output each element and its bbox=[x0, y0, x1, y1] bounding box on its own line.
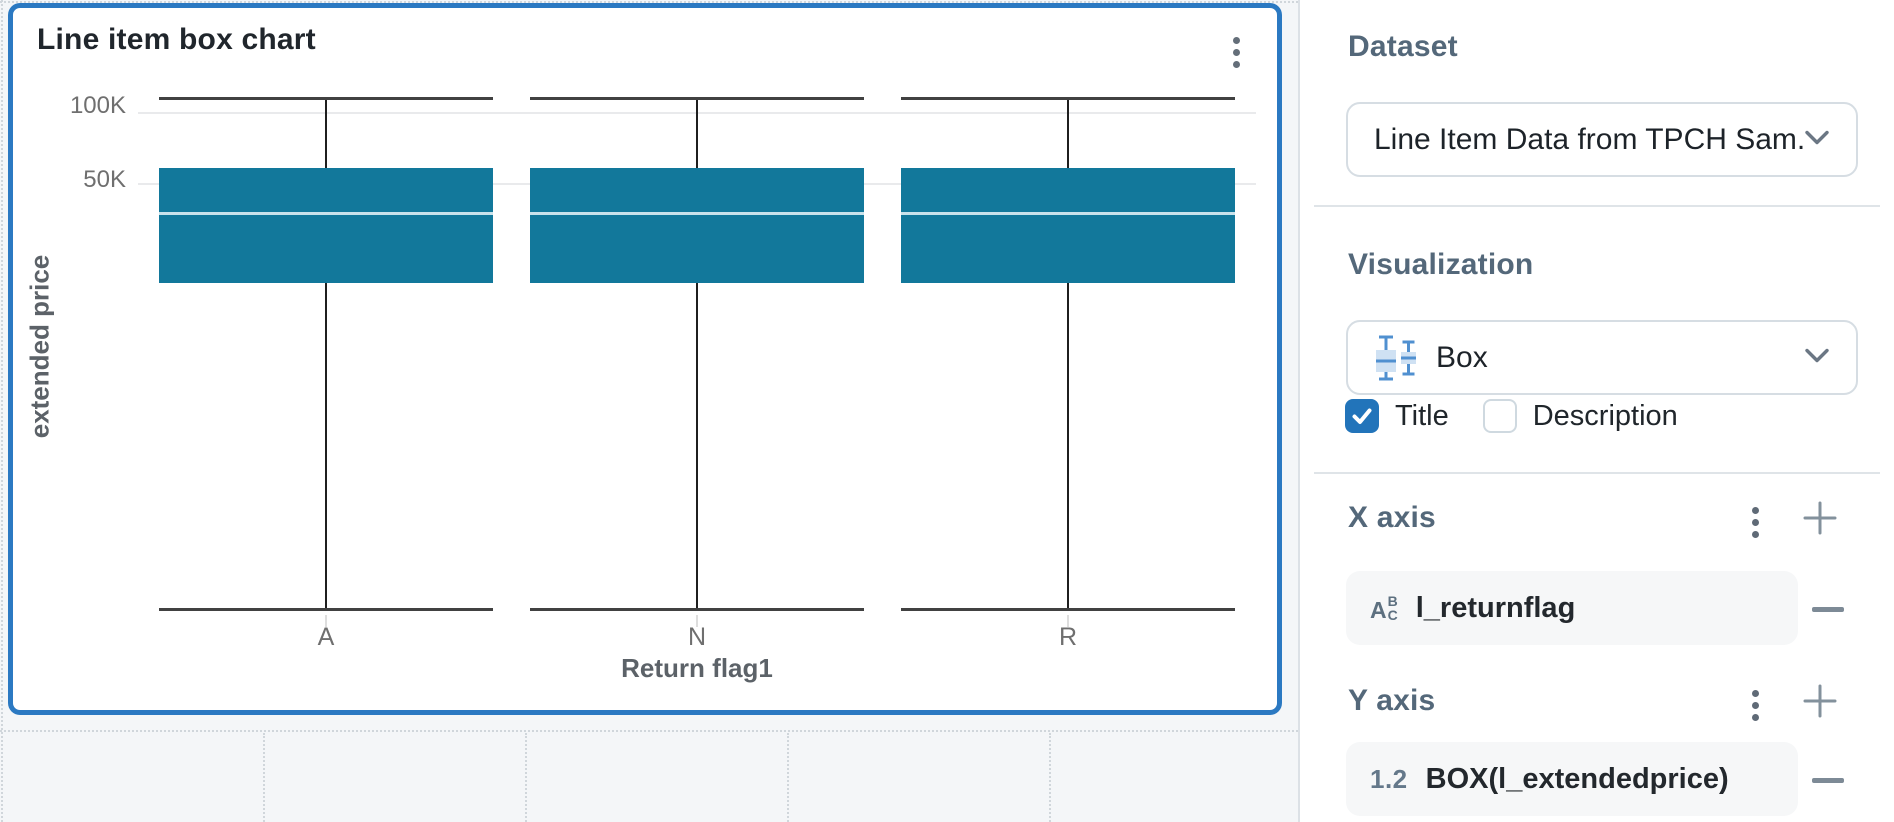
chart-menu-kebab-icon[interactable] bbox=[1233, 34, 1240, 70]
x-axis-add-icon[interactable] bbox=[1802, 500, 1838, 536]
section-divider bbox=[1314, 205, 1880, 207]
x-tick bbox=[325, 615, 327, 627]
dataset-heading: Dataset bbox=[1348, 30, 1458, 63]
x-category-label: R bbox=[1058, 623, 1078, 651]
settings-panel: Dataset Line Item Data from TPCH Sam... … bbox=[1300, 0, 1894, 822]
number-type-icon: 1.2 bbox=[1370, 763, 1408, 794]
whisker-cap-max bbox=[901, 97, 1235, 100]
median-line bbox=[530, 212, 864, 215]
whisker-cap-max bbox=[159, 97, 493, 100]
x-axis-field-pill[interactable]: A B C l_returnflag bbox=[1346, 571, 1798, 645]
text-type-icon: A B C bbox=[1370, 593, 1398, 623]
card-options-row: Title Description bbox=[1345, 399, 1678, 433]
chevron-down-icon bbox=[1804, 129, 1830, 151]
y-tick-label: 100K bbox=[69, 92, 126, 119]
grid-dotted-line bbox=[0, 1, 1298, 3]
title-checkbox-label: Title bbox=[1395, 399, 1449, 432]
visualization-heading: Visualization bbox=[1348, 248, 1534, 281]
grid-dotted-line bbox=[1049, 733, 1051, 822]
whisker-cap-min bbox=[159, 608, 493, 611]
chevron-down-icon bbox=[1804, 347, 1830, 369]
whisker-line bbox=[696, 97, 698, 168]
chart-title: Line item box chart bbox=[37, 23, 316, 56]
chart-card[interactable]: Line item box chart extended price Retur… bbox=[8, 3, 1282, 715]
y-axis-heading: Y axis bbox=[1348, 684, 1436, 717]
whisker-line bbox=[1067, 283, 1069, 608]
x-tick bbox=[1067, 615, 1069, 627]
median-line bbox=[159, 212, 493, 215]
section-divider bbox=[1314, 472, 1880, 474]
grid-dotted-line bbox=[525, 733, 527, 822]
x-tick bbox=[696, 615, 698, 627]
panel-divider bbox=[1298, 0, 1300, 822]
x-axis-menu-kebab-icon[interactable] bbox=[1752, 504, 1759, 540]
visualization-dropdown-value: Box bbox=[1436, 340, 1488, 374]
box-N[interactable] bbox=[530, 168, 864, 283]
whisker-line bbox=[325, 283, 327, 608]
box-A[interactable] bbox=[159, 168, 493, 283]
description-checkbox-label: Description bbox=[1532, 399, 1678, 432]
median-line bbox=[901, 212, 1235, 215]
whisker-cap-min bbox=[530, 608, 864, 611]
dataset-dropdown-value: Line Item Data from TPCH Sam... bbox=[1374, 122, 1804, 156]
whisker-cap-min bbox=[901, 608, 1235, 611]
grid-dotted-line bbox=[787, 733, 789, 822]
box-R[interactable] bbox=[901, 168, 1235, 283]
grid-dotted-line bbox=[0, 730, 1298, 732]
x-category-label: A bbox=[317, 623, 335, 651]
whisker-line bbox=[696, 283, 698, 608]
x-axis-remove-icon[interactable] bbox=[1812, 607, 1844, 612]
description-checkbox[interactable] bbox=[1482, 399, 1517, 433]
title-checkbox[interactable] bbox=[1345, 399, 1379, 433]
y-tick-label: 50K bbox=[83, 166, 126, 193]
y-axis-title: extended price bbox=[24, 254, 55, 439]
grid-dotted-line bbox=[1, 0, 3, 822]
dataset-dropdown[interactable]: Line Item Data from TPCH Sam... bbox=[1346, 102, 1858, 177]
whisker-line bbox=[325, 97, 327, 168]
x-axis-heading: X axis bbox=[1348, 501, 1436, 534]
visualization-dropdown[interactable]: Box bbox=[1346, 320, 1858, 395]
y-axis-remove-icon[interactable] bbox=[1812, 778, 1844, 783]
y-axis-menu-kebab-icon[interactable] bbox=[1752, 687, 1759, 723]
grid-dotted-line bbox=[263, 733, 265, 822]
box-plot-layer: extended price Return flag1 100K 50K A N R bbox=[8, 3, 1282, 715]
box-chart-type-icon bbox=[1374, 334, 1420, 382]
y-axis-add-icon[interactable] bbox=[1802, 683, 1838, 719]
y-axis-field-name: BOX(l_extendedprice) bbox=[1425, 762, 1729, 795]
y-axis-field-pill[interactable]: 1.2 BOX(l_extendedprice) bbox=[1346, 742, 1798, 816]
whisker-line bbox=[1067, 97, 1069, 168]
whisker-cap-max bbox=[530, 97, 864, 100]
x-axis-field-name: l_returnflag bbox=[1415, 591, 1576, 624]
x-category-label: N bbox=[687, 623, 707, 651]
x-axis-title: Return flag1 bbox=[621, 653, 773, 683]
